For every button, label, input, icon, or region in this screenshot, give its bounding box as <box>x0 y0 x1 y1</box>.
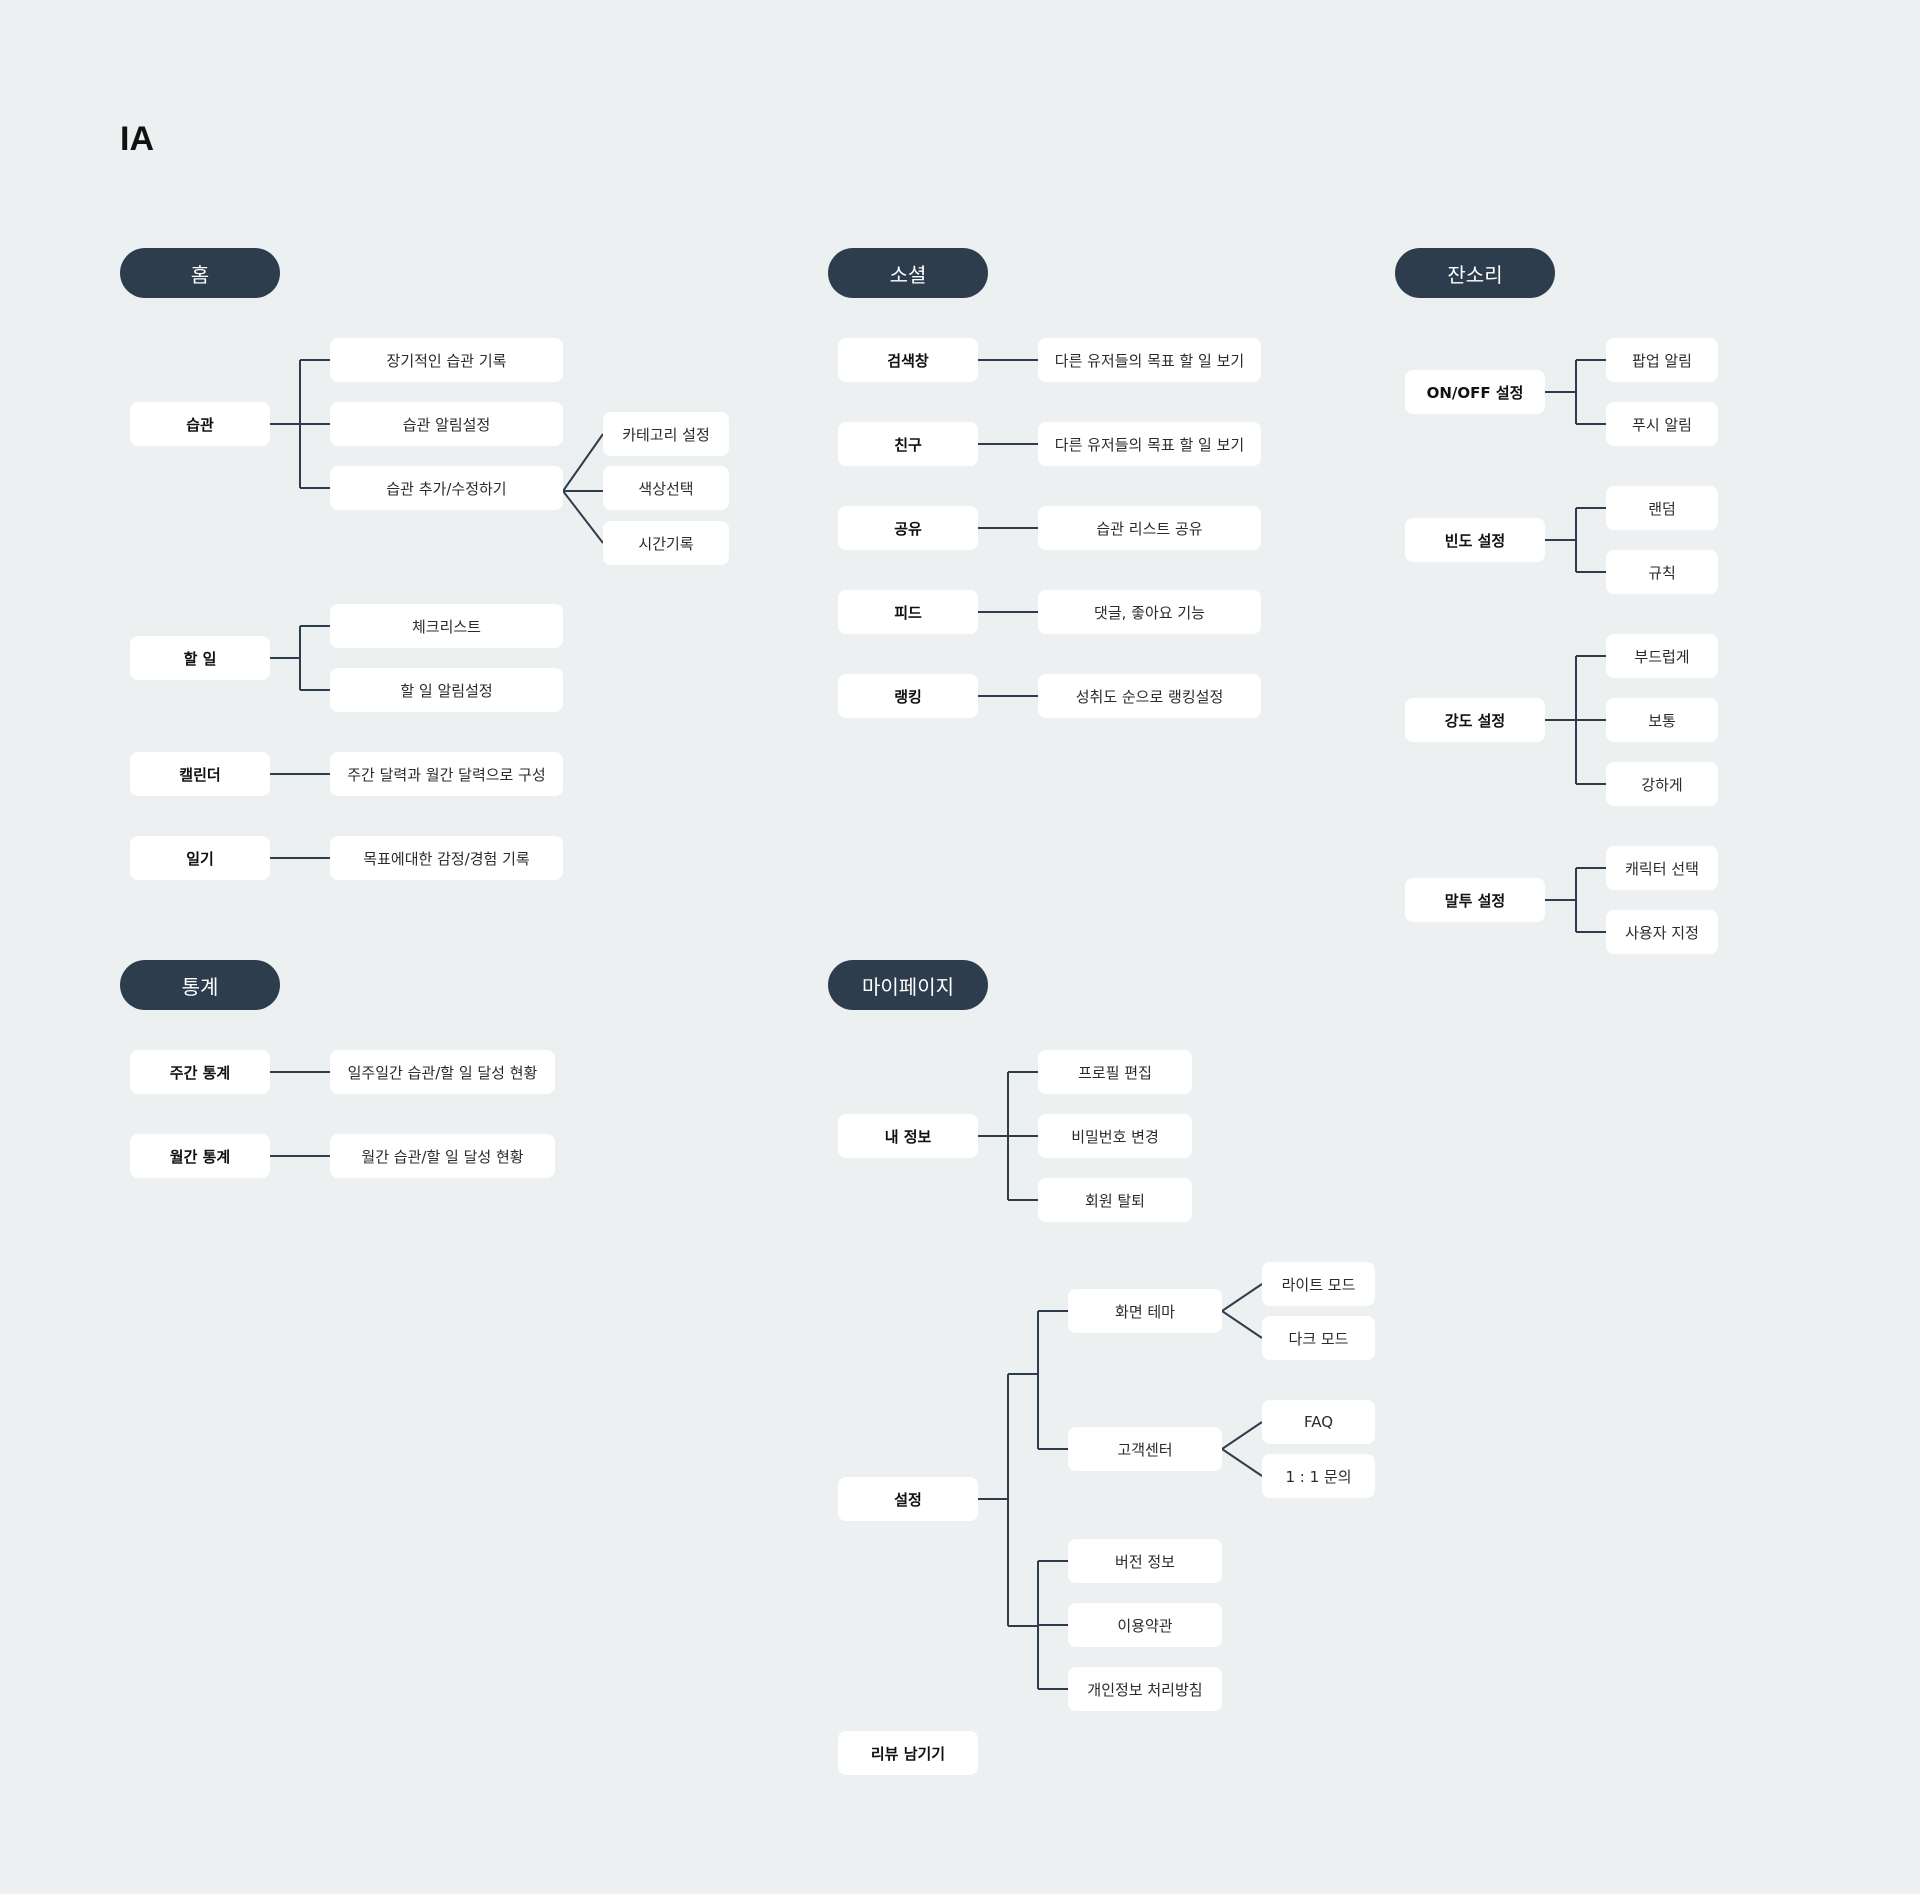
connector-onoff <box>1545 359 1606 425</box>
node-inquiry[interactable]: 1 : 1 문의 <box>1262 1454 1375 1498</box>
section-nag[interactable]: 잔소리 <box>1395 248 1555 298</box>
node-calendar-desc[interactable]: 주간 달력과 월간 달력으로 구성 <box>330 752 563 796</box>
node-profile-edit[interactable]: 프로필 편집 <box>1038 1050 1192 1094</box>
node-onoff[interactable]: ON/OFF 설정 <box>1405 370 1545 414</box>
node-todo[interactable]: 할 일 <box>130 636 270 680</box>
node-category-setting[interactable]: 카테고리 설정 <box>603 412 729 456</box>
node-terms[interactable]: 이용약관 <box>1068 1603 1222 1647</box>
node-share-desc[interactable]: 습관 리스트 공유 <box>1038 506 1261 550</box>
node-weekly-desc[interactable]: 일주일간 습관/할 일 달성 현황 <box>330 1050 555 1094</box>
node-normal[interactable]: 보통 <box>1606 698 1718 742</box>
node-monthly-desc[interactable]: 월간 습관/할 일 달성 현황 <box>330 1134 555 1178</box>
node-checklist[interactable]: 체크리스트 <box>330 604 563 648</box>
node-ranking[interactable]: 랭킹 <box>838 674 978 718</box>
page-title: IA <box>120 120 154 158</box>
node-habit[interactable]: 습관 <box>130 402 270 446</box>
node-light-mode[interactable]: 라이트 모드 <box>1262 1262 1375 1306</box>
node-rule[interactable]: 규칙 <box>1606 550 1718 594</box>
node-calendar[interactable]: 캘린더 <box>130 752 270 796</box>
node-random[interactable]: 랜덤 <box>1606 486 1718 530</box>
node-search-desc[interactable]: 다른 유저들의 목표 할 일 보기 <box>1038 338 1261 382</box>
node-friends-desc[interactable]: 다른 유저들의 목표 할 일 보기 <box>1038 422 1261 466</box>
connector-intensity <box>1545 655 1606 785</box>
connector-tone <box>1545 867 1606 933</box>
node-theme[interactable]: 화면 테마 <box>1068 1289 1222 1333</box>
node-habit-alarm[interactable]: 습관 알림설정 <box>330 402 563 446</box>
node-withdraw[interactable]: 회원 탈퇴 <box>1038 1178 1192 1222</box>
section-home[interactable]: 홈 <box>120 248 280 298</box>
node-diary-desc[interactable]: 목표에대한 감정/경험 기록 <box>330 836 563 880</box>
connector-todo <box>270 625 330 691</box>
node-dark-mode[interactable]: 다크 모드 <box>1262 1316 1375 1360</box>
node-share[interactable]: 공유 <box>838 506 978 550</box>
section-stats[interactable]: 통계 <box>120 960 280 1010</box>
node-popup[interactable]: 팝업 알림 <box>1606 338 1718 382</box>
node-custom[interactable]: 사용자 지정 <box>1606 910 1718 954</box>
node-frequency[interactable]: 빈도 설정 <box>1405 518 1545 562</box>
connector-habit <box>270 359 330 489</box>
node-diary[interactable]: 일기 <box>130 836 270 880</box>
connector-habit-add <box>562 433 604 544</box>
node-intensity[interactable]: 강도 설정 <box>1405 698 1545 742</box>
node-strong[interactable]: 강하게 <box>1606 762 1718 806</box>
node-friends[interactable]: 친구 <box>838 422 978 466</box>
section-mypage[interactable]: 마이페이지 <box>828 960 988 1010</box>
node-faq[interactable]: FAQ <box>1262 1400 1375 1444</box>
connector-settings-upper <box>1008 1310 1068 1450</box>
node-soft[interactable]: 부드럽게 <box>1606 634 1718 678</box>
node-review[interactable]: 리뷰 남기기 <box>838 1731 978 1775</box>
section-social[interactable]: 소셜 <box>828 248 988 298</box>
node-monthly[interactable]: 월간 통계 <box>130 1134 270 1178</box>
node-password-change[interactable]: 비밀번호 변경 <box>1038 1114 1192 1158</box>
node-character[interactable]: 캐릭터 선택 <box>1606 846 1718 890</box>
connector-settings-lower <box>1008 1560 1068 1690</box>
node-search[interactable]: 검색창 <box>838 338 978 382</box>
node-support[interactable]: 고객센터 <box>1068 1427 1222 1471</box>
node-feed-desc[interactable]: 댓글, 좋아요 기능 <box>1038 590 1261 634</box>
node-feed[interactable]: 피드 <box>838 590 978 634</box>
node-habit-add-edit[interactable]: 습관 추가/수정하기 <box>330 466 563 510</box>
node-color-select[interactable]: 색상선택 <box>603 466 729 510</box>
node-myinfo[interactable]: 내 정보 <box>838 1114 978 1158</box>
node-weekly[interactable]: 주간 통계 <box>130 1050 270 1094</box>
node-todo-alarm[interactable]: 할 일 알림설정 <box>330 668 563 712</box>
connector-myinfo <box>978 1071 1038 1201</box>
connector-frequency <box>1545 507 1606 573</box>
connector-theme <box>1221 1283 1263 1339</box>
node-habit-long-record[interactable]: 장기적인 습관 기록 <box>330 338 563 382</box>
node-ranking-desc[interactable]: 성취도 순으로 랭킹설정 <box>1038 674 1261 718</box>
connector-support <box>1221 1421 1263 1477</box>
node-push[interactable]: 푸시 알림 <box>1606 402 1718 446</box>
node-time-record[interactable]: 시간기록 <box>603 521 729 565</box>
node-settings[interactable]: 설정 <box>838 1477 978 1521</box>
node-privacy[interactable]: 개인정보 처리방침 <box>1068 1667 1222 1711</box>
connector-settings <box>978 1374 1009 1626</box>
node-version[interactable]: 버전 정보 <box>1068 1539 1222 1583</box>
node-tone[interactable]: 말투 설정 <box>1405 878 1545 922</box>
